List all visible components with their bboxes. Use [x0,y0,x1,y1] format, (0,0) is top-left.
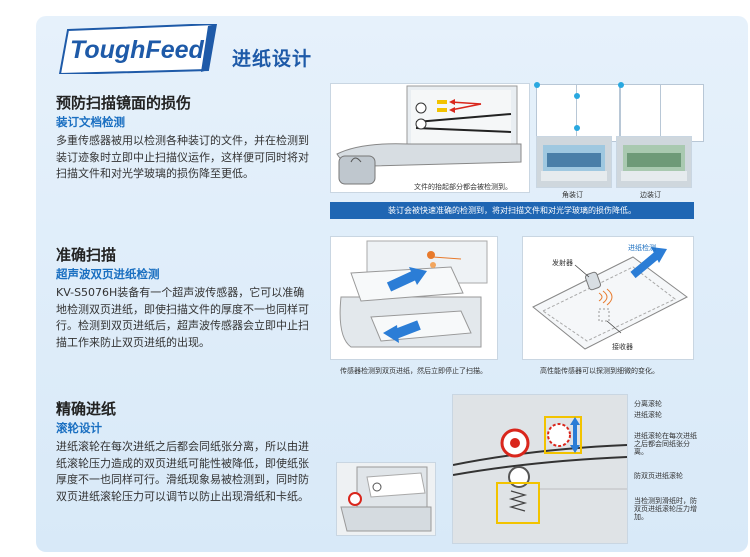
staple-mark [618,82,624,88]
logo-text: ToughFeed [70,36,205,64]
staple-mark [574,93,580,99]
staple-mark [534,82,540,88]
toughfeed-logo: ToughFeed [58,24,218,74]
emitter-label: 发射器 [552,259,573,267]
scanner-illustration [336,85,522,185]
receiver-label: 接收器 [612,343,633,351]
separation-roller-label: 分离滚轮 [634,400,662,408]
double-feed-scanner-figure [330,236,498,360]
section-body: 多重传感器被用以检测各种装订的文件，并在检测到装订迹象时立即中止扫描仪运作，这样… [56,134,309,180]
section-body: 进纸滚轮在每次进纸之后都会同纸张分离，所以由进纸滚轮压力造成的双页进纸可能性被降… [56,440,309,503]
feed-detect-label: 进纸检测 [628,244,656,252]
roller-diagram-figure [452,394,628,544]
edge-staple-label: 边装订 [640,191,661,199]
document-page [660,84,704,142]
document-page [534,82,580,142]
section-subtitle: 滚轮设计 [56,421,102,435]
section-title: 预防扫描镜面的损伤 [56,94,192,112]
edge-staple-photo [616,136,692,188]
double-feed-roller-label: 防双页进纸滚轮 [634,472,683,480]
feed-roller-note: 进纸滚轮在每次进纸之后都会同纸张分离。 [634,432,697,456]
staple-detection-figure [330,83,530,193]
page-title: 进纸设计 [232,48,313,70]
corner-staple-label: 角装订 [562,191,583,199]
section-body: KV-S5076H装备有一个超声波传感器，它可以准确地检测双页进纸，即使扫描文件… [56,286,309,349]
document-page [618,82,664,142]
figure-caption: 传感器检测到双页进纸，然后立即停止了扫描。 [340,367,487,375]
staple-mark [574,125,580,131]
pressure-note: 当检测到滑纸时，防双页进纸滚轮压力增加。 [634,497,697,521]
staple-banner: 装订会被快速准确的检测到，将对扫描文件和对光学玻璃的损伤降低。 [330,202,694,219]
section-title: 准确扫描 [56,246,117,264]
section-subtitle: 装订文档检测 [56,115,125,129]
ultrasonic-sensor-figure [522,236,694,360]
corner-staple-photo [536,136,612,188]
document-page [574,84,620,142]
figure-caption: 文件的抬起部分都会被检测到。 [414,183,512,191]
figure-caption: 高性能传感器可以探测到细微的变化。 [540,367,659,375]
feed-roller-label: 进纸滚轮 [634,411,662,419]
roller-scanner-illustration [336,462,436,536]
section-title: 精确进纸 [56,400,117,418]
section-subtitle: 超声波双页进纸检测 [56,267,160,281]
